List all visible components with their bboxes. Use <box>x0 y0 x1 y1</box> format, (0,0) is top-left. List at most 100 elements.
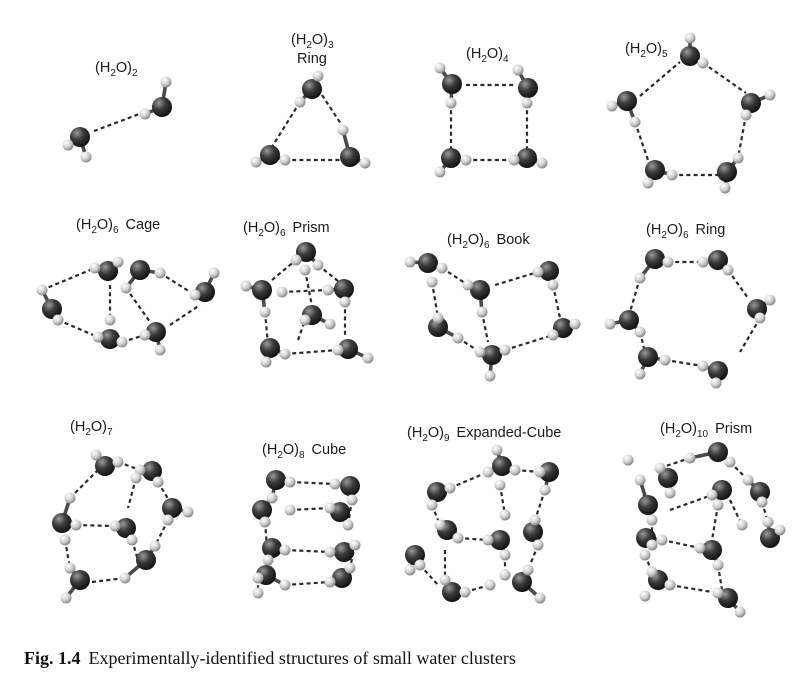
hydrogen-atom <box>662 256 674 268</box>
figure-number: Fig. 1.4 <box>24 648 81 668</box>
hydrogen-atom <box>259 306 271 318</box>
hydrogen-atom <box>120 282 132 294</box>
oxygen-atom <box>680 46 700 66</box>
oxygen-atom <box>98 261 118 281</box>
oxygen-atom <box>482 345 502 365</box>
cluster-h2o-7: (H2O)7 <box>52 419 194 604</box>
hydrogen-atom <box>324 502 336 514</box>
oxygen-atom <box>441 148 461 168</box>
oxygen-atom <box>334 279 354 299</box>
hydrogen-atom <box>622 454 634 466</box>
oxygen-atom <box>428 317 448 337</box>
oxygen-atom <box>340 147 360 167</box>
oxygen-atom <box>619 310 639 330</box>
hydrogen-atom <box>499 509 511 521</box>
hydrogen-atom <box>36 284 48 296</box>
hydrogen-atom <box>569 318 581 330</box>
hydrogen-atom <box>329 478 341 490</box>
hydrogen-atom <box>534 592 546 604</box>
hydrogen-atom <box>509 464 521 476</box>
hydrogen-atom <box>444 482 456 494</box>
hydrogen-atom <box>719 182 731 194</box>
oxygen-atom <box>638 347 658 367</box>
hydrogen-atom <box>634 474 646 486</box>
hydrogen-atom <box>337 124 349 136</box>
oxygen-atom <box>162 498 182 518</box>
hydrogen-atom <box>344 562 356 574</box>
oxygen-atom <box>645 249 665 269</box>
cluster-label-h2o-7: (H2O)7 <box>70 419 113 438</box>
hydrogen-atom <box>762 516 774 528</box>
hydrogen-atom <box>697 57 709 69</box>
hydrogen-atom <box>359 157 371 169</box>
oxygen-atom <box>262 538 282 558</box>
oxygen-atom <box>302 79 322 99</box>
oxygen-atom <box>42 299 62 319</box>
hydrogen-atom <box>208 267 220 279</box>
oxygen-atom <box>617 91 637 111</box>
hydrogen-atom <box>346 494 358 506</box>
oxygen-atom <box>518 78 538 98</box>
hydrogen-atom <box>64 492 76 504</box>
cluster-label-h2o-3: (H2O)3 <box>291 32 334 51</box>
hydrogen-atom <box>324 576 336 588</box>
cluster-h2o-3-ring: (H2O)3 Ring <box>250 32 371 169</box>
hydrogen-atom <box>152 476 164 488</box>
hydrogen-atom <box>162 514 174 526</box>
hydrogen-atom <box>404 256 416 268</box>
cluster-label-h2o-2: (H2O)2 <box>95 60 138 79</box>
hydrogen-atom <box>539 484 551 496</box>
hydrogen-atom <box>474 346 486 358</box>
oxygen-atom <box>741 93 761 113</box>
hydrogen-atom <box>508 154 520 166</box>
oxygen-atom <box>100 329 120 349</box>
hydrogen-atom <box>634 368 646 380</box>
hydrogen-atom <box>284 504 296 516</box>
hydrogen-atom <box>482 466 494 478</box>
hydrogen-atom <box>119 572 131 584</box>
hydrogen-atom <box>529 514 541 526</box>
hydrogen-atom <box>764 294 776 306</box>
hydrogen-atom <box>426 499 438 511</box>
hydrogen-atom <box>299 314 311 326</box>
cluster-h2o-2: (H2O)2 <box>62 60 172 163</box>
hydrogen-atom <box>130 472 142 484</box>
oxygen-atom <box>252 280 272 300</box>
hydrogen-atom <box>154 267 166 279</box>
hydrogen-atom <box>646 566 658 578</box>
oxygen-atom <box>260 338 280 358</box>
hydrogen-atom <box>322 284 334 296</box>
hydrogen-atom <box>476 306 488 318</box>
hydrogen-atom <box>499 344 511 356</box>
hydrogen-atom <box>312 70 324 82</box>
oxygen-atom <box>750 482 770 502</box>
hydrogen-atom <box>324 318 336 330</box>
hydrogen-atom <box>712 499 724 511</box>
cluster-label-h2o-4: (H2O)4 <box>466 46 509 65</box>
hydrogen-atom <box>512 64 524 76</box>
oxygen-atom <box>52 513 72 533</box>
hydrogen-atom <box>149 540 161 552</box>
oxygen-atom <box>539 462 559 482</box>
oxygen-atom <box>708 442 728 462</box>
hydrogen-atom <box>276 286 288 298</box>
hydrogen-atom <box>80 151 92 163</box>
hydrogen-atom <box>522 564 534 576</box>
oxygen-atom <box>539 261 559 281</box>
hydrogen-atom <box>710 377 722 389</box>
hydrogen-atom <box>521 97 533 109</box>
oxygen-atom <box>136 550 156 570</box>
oxygen-atom <box>638 495 658 515</box>
hydrogen-atom <box>697 360 709 372</box>
hydrogen-atom <box>266 492 278 504</box>
hydrogen-atom <box>52 314 64 326</box>
hydrogen-atom <box>126 534 138 546</box>
